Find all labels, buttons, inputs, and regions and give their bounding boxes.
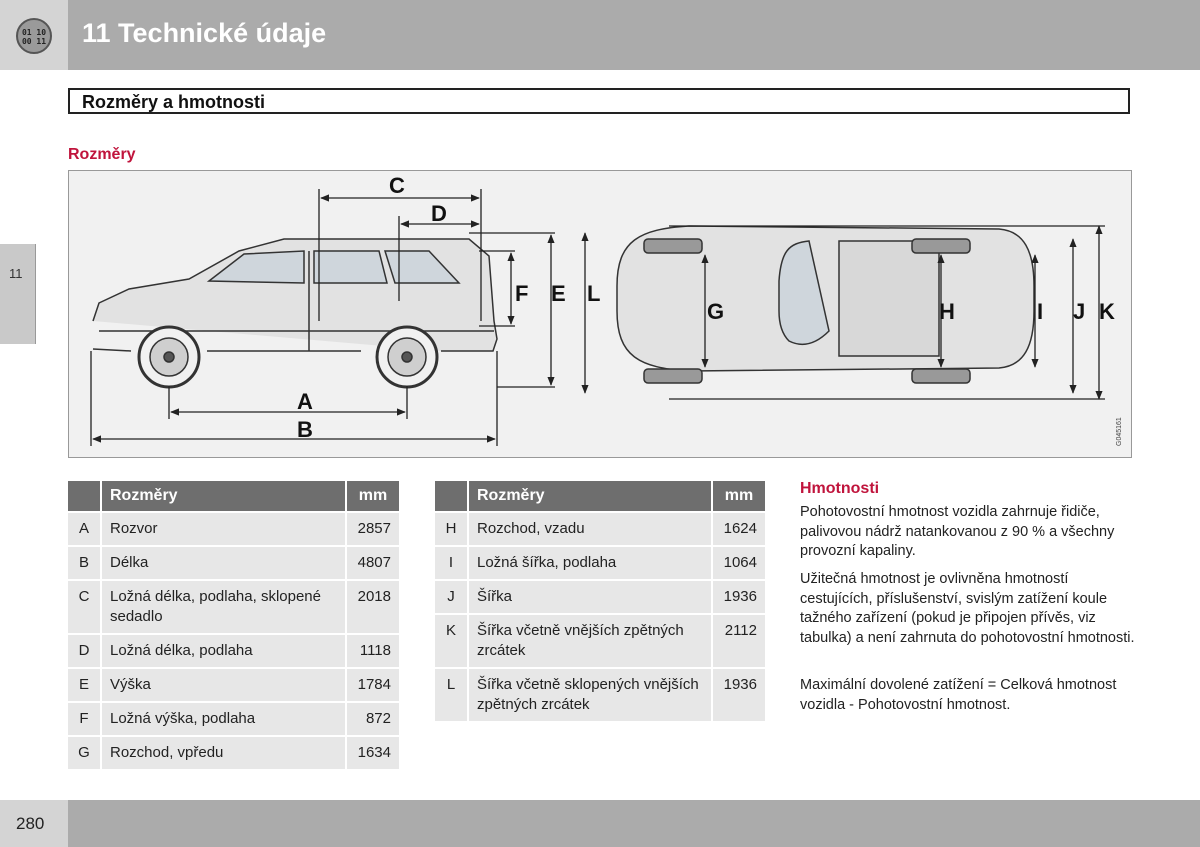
badge-top-text: 01 10 bbox=[21, 28, 47, 37]
dimension-lines bbox=[90, 189, 1105, 446]
section-title-box: Rozměry a hmotnosti bbox=[68, 88, 1130, 114]
table-header: Rozměry mm bbox=[68, 481, 399, 511]
chapter-badge-icon: 01 10 00 11 bbox=[16, 18, 52, 54]
badge-bottom-text: 00 11 bbox=[21, 37, 47, 46]
chapter-header: 01 10 00 11 11 Technické údaje bbox=[0, 0, 1200, 70]
dimensions-figure: A B C D E F G H I J K L G045161 bbox=[68, 170, 1132, 458]
label-a: A bbox=[297, 389, 313, 414]
header-unit: mm bbox=[345, 481, 399, 511]
section-title: Rozměry a hmotnosti bbox=[82, 92, 266, 112]
label-j: J bbox=[1073, 299, 1085, 324]
label-g: G bbox=[707, 299, 724, 324]
label-h: H bbox=[939, 299, 955, 324]
figure-code: G045161 bbox=[1116, 417, 1123, 446]
label-f: F bbox=[515, 281, 528, 306]
dimensions-heading: Rozměry bbox=[68, 146, 136, 163]
header-name: Rozměry bbox=[102, 481, 345, 511]
car-dimensions-diagram: A B C D E F G H I J K L G045161 bbox=[90, 173, 1123, 446]
header-tab: 01 10 00 11 bbox=[0, 0, 68, 70]
label-e: E bbox=[551, 281, 566, 306]
label-c: C bbox=[389, 173, 405, 198]
label-k: K bbox=[1099, 299, 1115, 324]
header-name: Rozměry bbox=[469, 481, 711, 511]
chapter-title: 11 Technické údaje bbox=[82, 18, 327, 48]
weights-paragraph-2: Užitečná hmotnost je ovlivněna hmotností… bbox=[800, 571, 1135, 646]
page-footer: 280 bbox=[0, 800, 1200, 847]
chapter-side-tab: 11 bbox=[0, 244, 36, 344]
weights-heading: Hmotnosti bbox=[800, 480, 880, 497]
header-unit: mm bbox=[711, 481, 765, 511]
label-l: L bbox=[587, 281, 600, 306]
car-side-view bbox=[92, 238, 498, 389]
weights-paragraph-3: Maximální dovolené zatížení = Celková hm… bbox=[800, 677, 1117, 713]
label-i: I bbox=[1037, 299, 1043, 324]
car-top-view bbox=[616, 225, 1035, 384]
weights-paragraph-1: Pohotovostní hmotnost vozidla zahrnuje ř… bbox=[800, 504, 1115, 559]
footer-tab: 280 bbox=[0, 800, 68, 847]
label-b: B bbox=[297, 417, 313, 442]
page-number: 280 bbox=[16, 814, 45, 833]
table-header: Rozměry mm bbox=[435, 481, 765, 511]
side-tab-number: 11 bbox=[9, 266, 23, 281]
label-d: D bbox=[431, 201, 447, 226]
